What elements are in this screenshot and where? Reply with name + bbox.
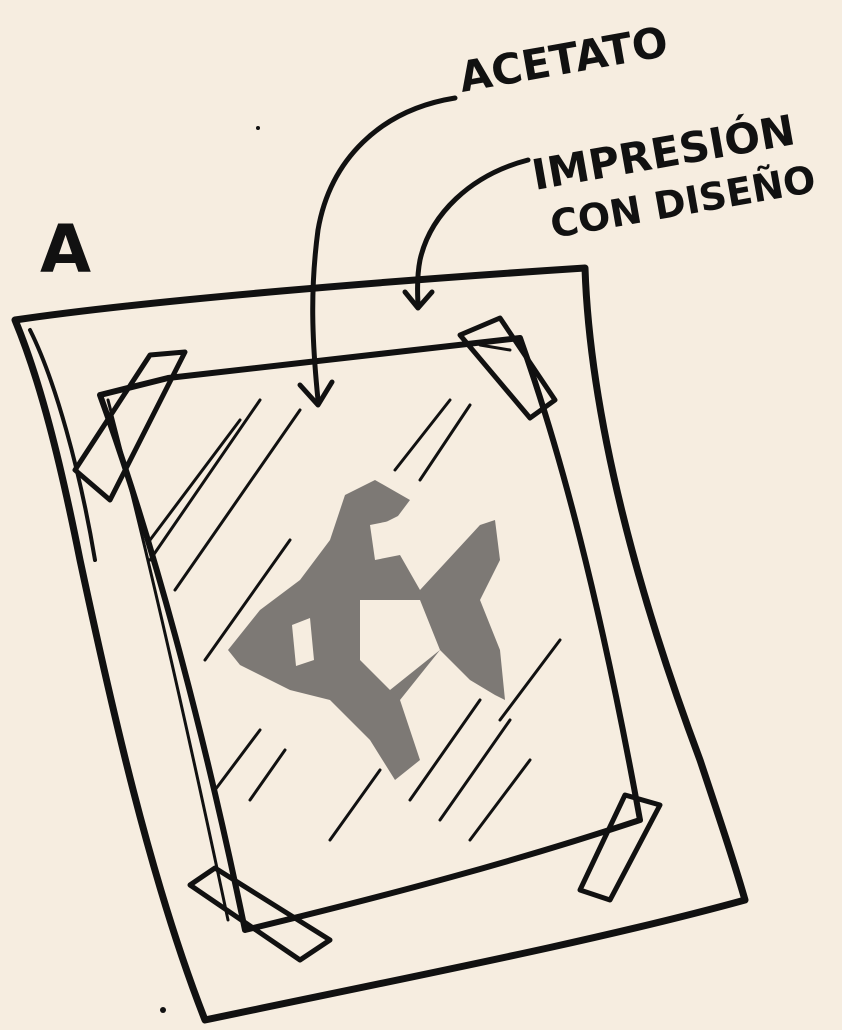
arrow-impresion: [418, 160, 529, 305]
pen-dot: [256, 126, 260, 130]
sheet-curl-line: [30, 330, 95, 560]
label-acetato: ACETATO: [455, 17, 671, 102]
panel-letter: A: [40, 211, 91, 288]
pen-dot: [160, 1007, 166, 1013]
design-print: [228, 480, 505, 780]
tape-bottom-right: [580, 795, 660, 900]
